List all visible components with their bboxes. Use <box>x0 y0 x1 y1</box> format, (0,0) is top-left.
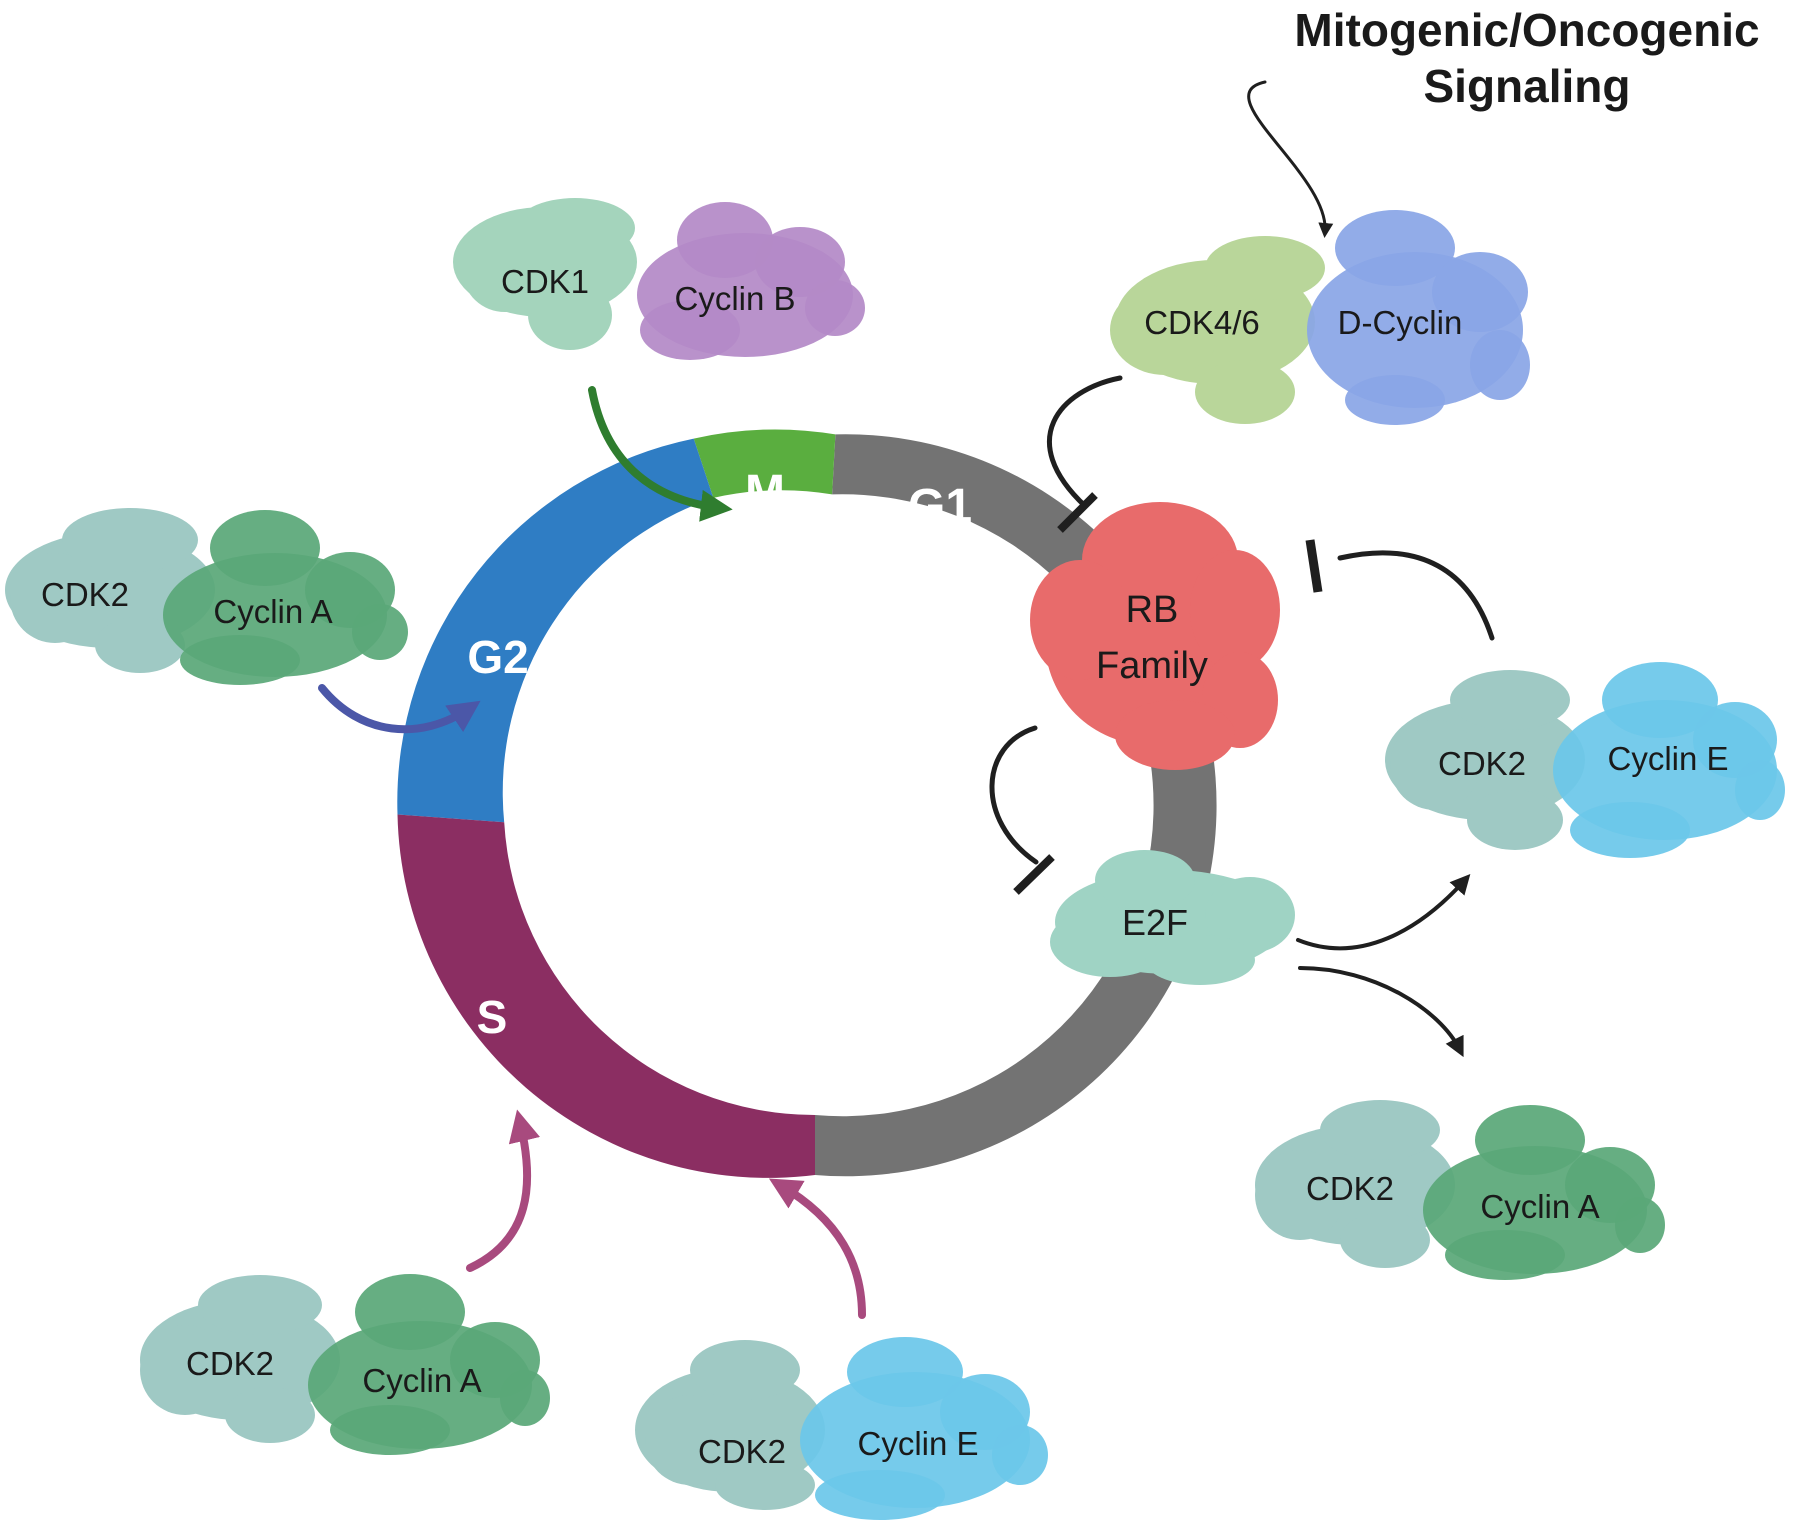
complex-cdk2-cyclin-a-right: CDK2 Cyclin A <box>1255 1100 1665 1280</box>
label-rb-line-1: RB <box>1126 589 1179 631</box>
label-cyclin-a-left: Cyclin A <box>213 593 332 630</box>
label-cyclin-b: Cyclin B <box>674 280 795 317</box>
phase-label-m: M <box>745 466 785 519</box>
blob-rb <box>1030 502 1280 770</box>
phase-arc-s <box>397 814 815 1178</box>
rb-family-protein: RB Family <box>1030 502 1280 770</box>
label-cdk2-bottom-e: CDK2 <box>698 1433 786 1470</box>
blob-cdk2-right-e <box>1385 670 1585 850</box>
inhibit-bar-e2f <box>1013 854 1055 895</box>
complex-cdk1-cyclin-b: CDK1 Cyclin B <box>453 198 865 360</box>
arrow-e2f-to-cyclina <box>1298 966 1464 1058</box>
title-line-2: Signaling <box>1424 60 1631 112</box>
phase-label-g2: G2 <box>467 631 528 683</box>
label-cdk2-right-e: CDK2 <box>1438 745 1526 782</box>
blob-e2f <box>1050 850 1295 985</box>
title-line-1: Mitogenic/Oncogenic <box>1294 4 1759 56</box>
blob-cyclin-b <box>637 202 865 360</box>
arrow-cdk2a-to-s <box>466 1109 541 1272</box>
blob-cyclin-e-bottom <box>800 1337 1048 1520</box>
complex-cdk2-cyclin-e-right: CDK2 Cyclin E <box>1385 662 1785 858</box>
label-cdk2-right-a: CDK2 <box>1306 1170 1394 1207</box>
arrow-e2f-to-cycline <box>1296 874 1471 951</box>
blob-d-cyclin <box>1307 210 1530 425</box>
blob-cdk46 <box>1110 236 1325 424</box>
label-cyclin-a-right: Cyclin A <box>1480 1188 1599 1225</box>
complex-cdk2-cyclin-a-bottom: CDK2 Cyclin A <box>140 1274 550 1455</box>
arrow-cdk2e-to-s <box>768 1178 866 1319</box>
blob-cdk2-right-a <box>1255 1100 1455 1268</box>
blob-cyclin-a-right <box>1423 1105 1665 1280</box>
arrow-signaling-to-cdk46 <box>1247 80 1334 238</box>
connectors <box>318 80 1495 1319</box>
blob-cyclin-e-right <box>1553 662 1785 858</box>
label-cdk2-bottom-a: CDK2 <box>186 1345 274 1382</box>
complex-cdk2-cyclin-e-bottom: CDK2 Cyclin E <box>635 1337 1048 1520</box>
inhibit-bar-rb-top <box>1057 492 1098 533</box>
phase-label-s: S <box>477 991 508 1043</box>
inhibit-rb-to-e2f <box>989 725 1039 865</box>
label-e2f: E2F <box>1122 902 1188 943</box>
blob-cyclin-a-bottom <box>308 1274 550 1455</box>
complex-cdk46-d-cyclin: CDK4/6 D-Cyclin <box>1110 210 1530 425</box>
label-cdk46: CDK4/6 <box>1144 304 1260 341</box>
label-rb-line-2: Family <box>1096 645 1208 687</box>
e2f-protein: E2F <box>1050 850 1295 985</box>
blob-cdk1 <box>453 198 637 350</box>
phase-arc-m <box>693 429 836 498</box>
label-cyclin-a-bottom: Cyclin A <box>362 1362 481 1399</box>
label-cdk2-left: CDK2 <box>41 576 129 613</box>
phase-label-g1: G1 <box>908 480 972 533</box>
blob-cyclin-a-left <box>163 510 408 685</box>
label-cyclin-e-bottom: Cyclin E <box>857 1425 978 1462</box>
arrow-cdk2a-to-g2 <box>318 684 481 734</box>
inhibit-cdk46-to-rb <box>1047 375 1123 509</box>
label-cdk1: CDK1 <box>501 263 589 300</box>
arrow-cdk1-to-m <box>588 386 733 522</box>
complex-cdk2-cyclin-a-left: CDK2 Cyclin A <box>5 508 408 685</box>
inhibit-bar-rb-right <box>1305 539 1323 593</box>
blob-cdk2-left <box>5 508 215 673</box>
blob-cdk2-bottom-a <box>140 1275 340 1443</box>
inhibit-cdk2e-to-rb <box>1337 550 1495 641</box>
blob-cdk2-bottom-e <box>635 1340 825 1510</box>
label-d-cyclin: D-Cyclin <box>1338 304 1463 341</box>
label-cyclin-e-right: Cyclin E <box>1607 740 1728 777</box>
